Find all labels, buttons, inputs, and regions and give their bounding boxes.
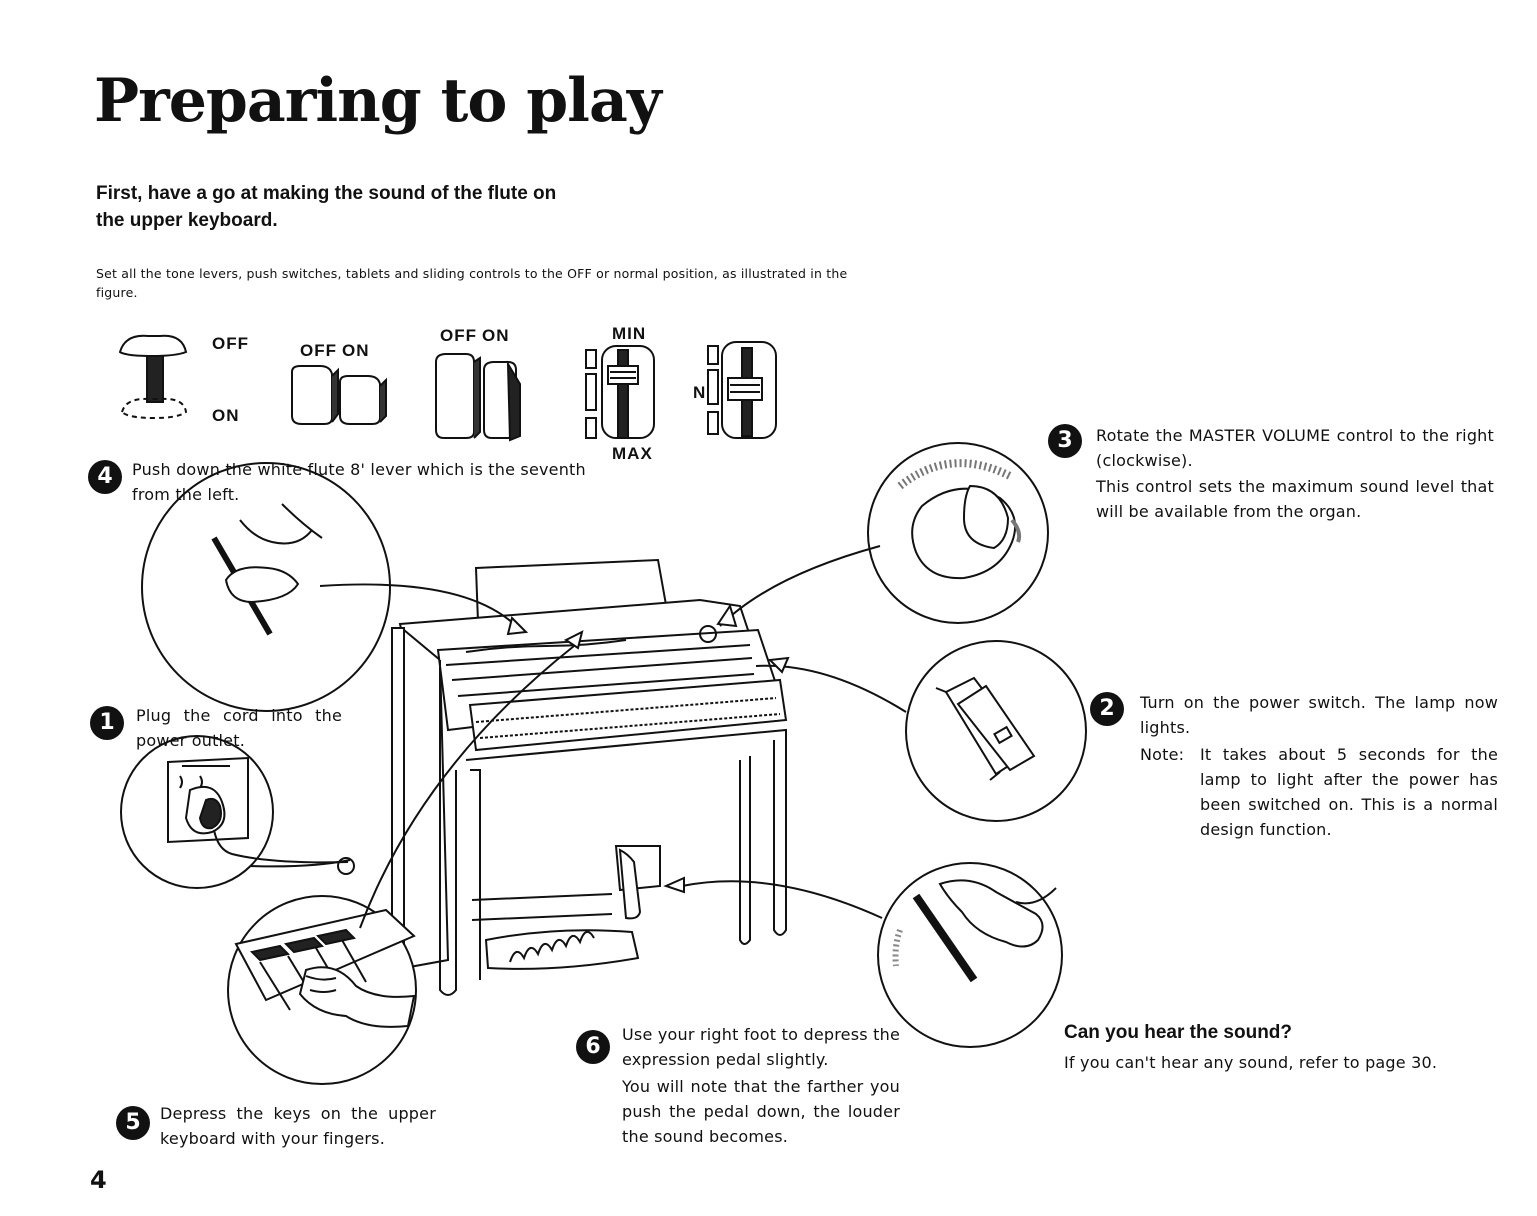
step-1-text: Plug the cord into the power outlet. — [136, 706, 342, 750]
page-subtitle: First, have a go at making the sound of … — [96, 183, 557, 231]
slider-n-label: N — [693, 383, 707, 402]
step-6-detail: You will note that the farther you push … — [622, 1077, 900, 1146]
organ-drawing — [215, 558, 788, 996]
step-3-badge: 3 — [1048, 424, 1082, 458]
pointer-arrow-2 — [755, 664, 907, 713]
note-label: Note: — [1140, 745, 1185, 764]
slider-max-label: MAX — [612, 444, 653, 463]
hear-heading: Can you hear the sound? — [1064, 1022, 1293, 1043]
intro-text: Set all the tone levers, push switches, … — [96, 266, 848, 300]
push-switch-icon — [291, 365, 387, 425]
step-2-note: Note: It takes about 5 seconds for the l… — [1140, 742, 1498, 842]
pointer-arrow-3 — [719, 545, 881, 627]
pointer-arrow-4 — [319, 583, 521, 631]
step-2-text: Turn on the power switch. The lamp now l… — [1140, 693, 1498, 737]
lever-on-label: ON — [212, 406, 240, 425]
lever-detail-circle — [141, 462, 391, 712]
step-6-text: Use your right foot to depress the expre… — [622, 1025, 900, 1069]
outlet-detail-circle — [120, 735, 349, 889]
power-switch-detail-circle — [905, 640, 1087, 822]
step-4-badge: 4 — [88, 460, 122, 494]
pointer-arrow-6 — [681, 880, 883, 919]
step-2-badge: 2 — [1090, 692, 1124, 726]
page-number: 4 — [90, 1166, 107, 1194]
step-3-detail: This control sets the maximum sound leve… — [1096, 477, 1494, 521]
lever-off-label: OFF — [212, 334, 249, 353]
step-5-text: Depress the keys on the upper keyboard w… — [160, 1104, 436, 1148]
step-3-text: Rotate the MASTER VOLUME control to the … — [1096, 426, 1494, 470]
slider-min-label: MIN — [612, 324, 647, 343]
step-5-badge: 5 — [116, 1106, 150, 1140]
keys-detail-circle — [227, 895, 417, 1085]
push-off-label: OFF — [300, 341, 337, 360]
tone-lever-icon — [118, 334, 188, 420]
step-6-badge: 6 — [576, 1030, 610, 1064]
step-1-badge: 1 — [90, 706, 124, 740]
tablet-on-label: ON — [482, 326, 510, 345]
volume-detail-circle — [867, 442, 1049, 624]
step-4-text: Push down the white flute 8' lever which… — [132, 460, 586, 504]
pedal-detail-circle — [877, 862, 1063, 1048]
note-text: It takes about 5 seconds for the lamp to… — [1200, 745, 1498, 839]
page-title: Preparing to play — [94, 66, 662, 136]
push-on-label: ON — [342, 341, 370, 360]
tablet-off-label: OFF — [440, 326, 477, 345]
sliding-control-icon — [585, 345, 655, 439]
pointer-arrow-5 — [359, 645, 575, 929]
sliding-control-n-icon — [707, 341, 777, 439]
hear-text: If you can't hear any sound, refer to pa… — [1064, 1053, 1438, 1072]
tablet-switch-icon — [435, 353, 521, 442]
